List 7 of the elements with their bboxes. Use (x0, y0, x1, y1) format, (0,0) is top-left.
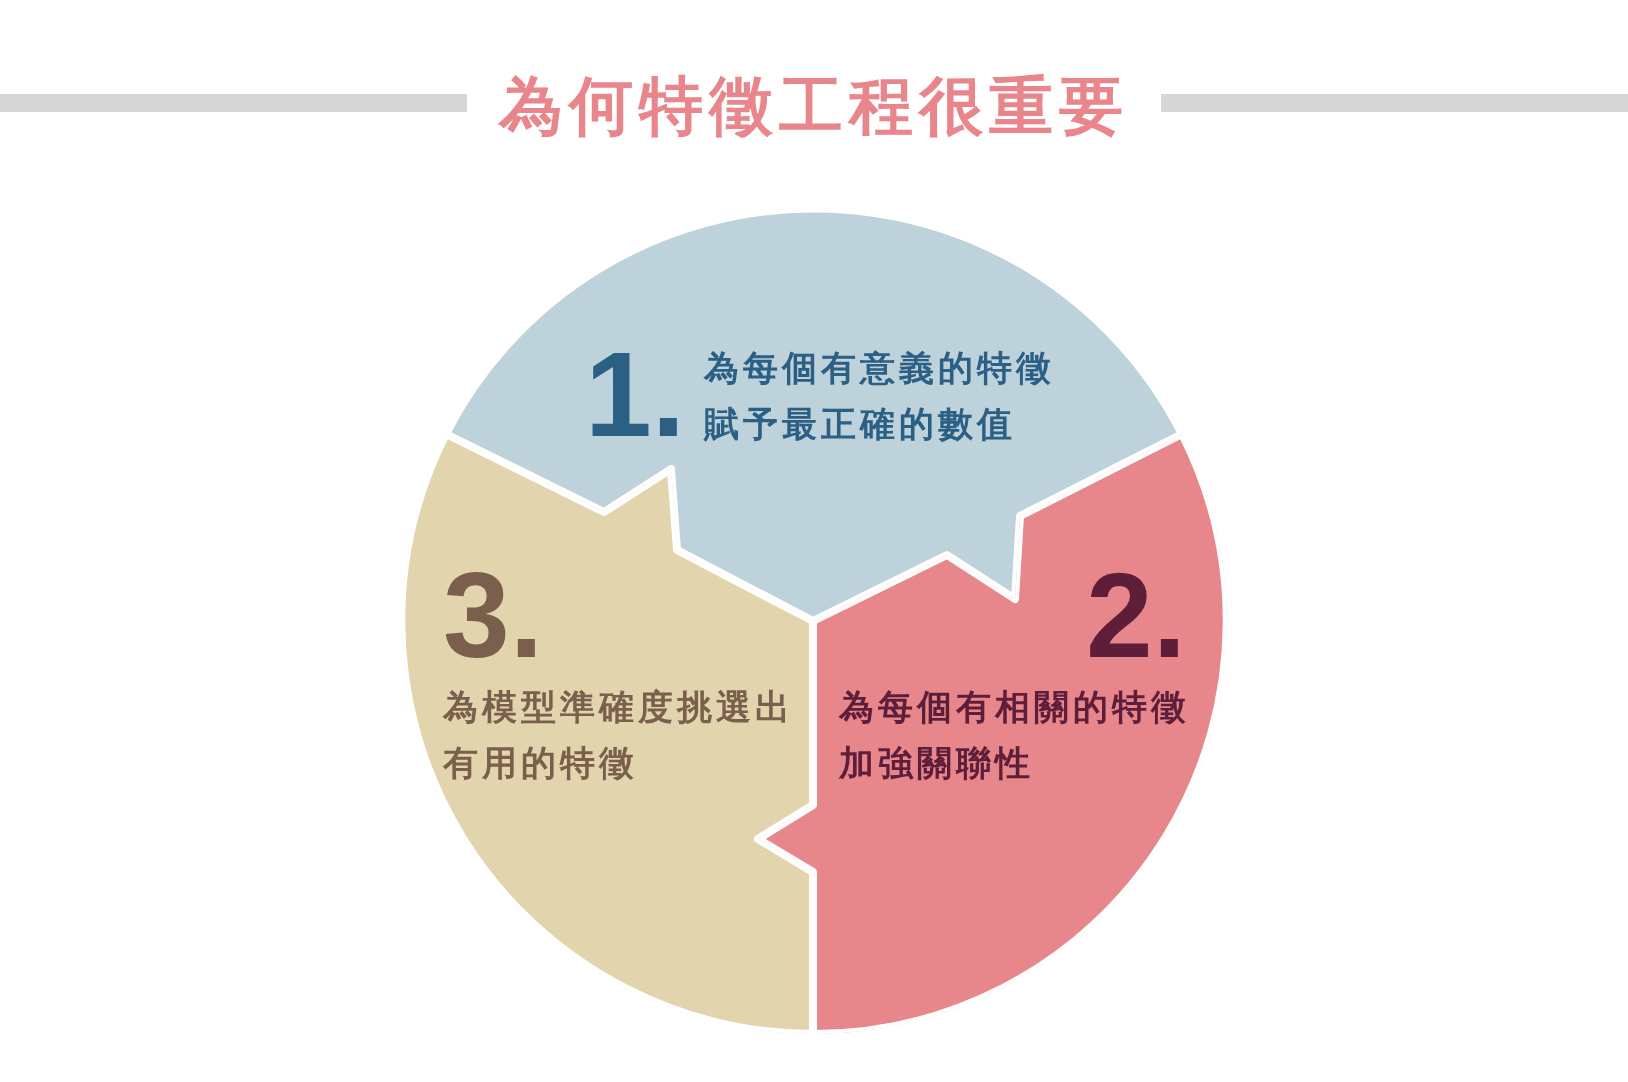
step-description: 為模型準確度挑選出有用的特徵 (443, 686, 795, 784)
step-description: 為每個有意義的特徵賦予最正確的數值 (704, 347, 1056, 445)
step-description: 為每個有相關的特徵加強關聯性 (839, 686, 1191, 784)
step-number: 2. (1086, 555, 1187, 675)
diagram-title: 為何特徵工程很重要 (499, 69, 1129, 144)
step-number: 3. (443, 555, 544, 675)
step-number: 1. (585, 334, 686, 454)
